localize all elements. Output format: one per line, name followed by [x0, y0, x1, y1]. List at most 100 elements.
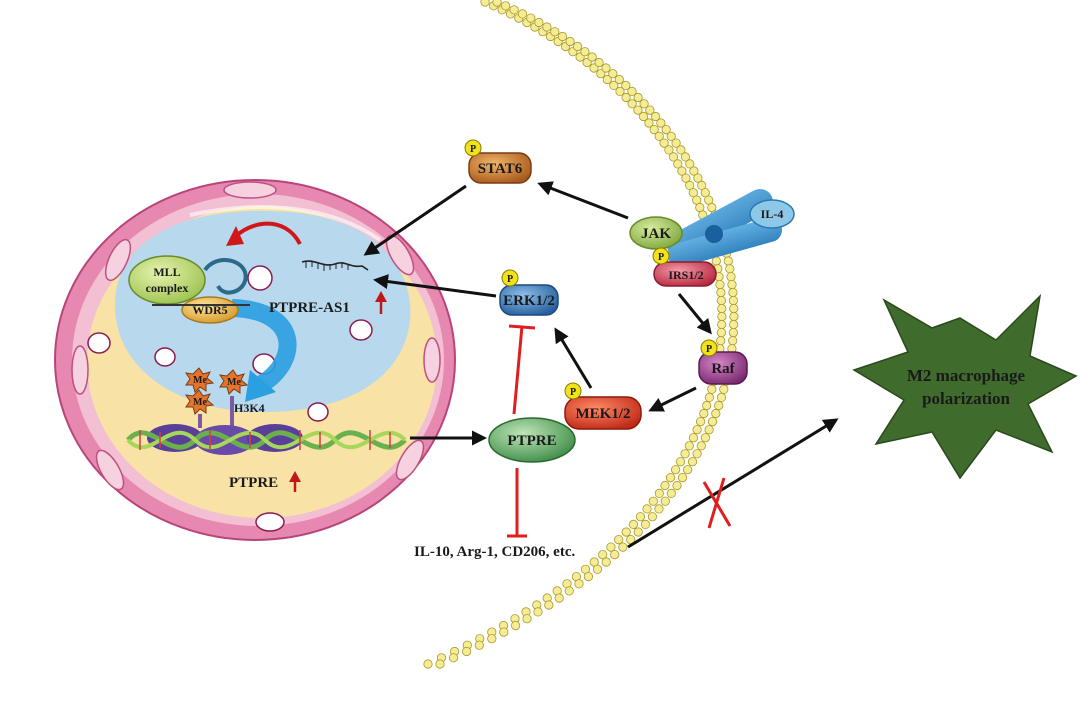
svg-text:STAT6: STAT6	[478, 161, 523, 177]
phosphate-marks: P P P P P	[464, 139, 718, 400]
membrane-bead	[666, 488, 676, 498]
membrane-bead	[480, 0, 490, 7]
membrane-bead	[670, 465, 681, 475]
membrane-bead	[659, 138, 669, 148]
membrane-bead	[673, 159, 683, 169]
membrane-bead	[696, 441, 706, 451]
membrane-bead	[606, 542, 616, 552]
phosphate-icon: P	[501, 269, 519, 287]
membrane-bead	[574, 579, 584, 589]
membrane-bead	[677, 166, 687, 176]
svg-text:MEK1/2: MEK1/2	[576, 406, 631, 422]
svg-text:polarization: polarization	[922, 389, 1010, 408]
svg-text:complex: complex	[146, 281, 189, 295]
membrane-bead	[615, 86, 625, 97]
membrane-bead	[665, 472, 676, 483]
membrane-bead	[565, 36, 575, 47]
membrane-bead	[627, 99, 637, 109]
membrane-bead	[675, 457, 686, 467]
upregulated-arrow-icon	[289, 471, 301, 492]
membrane-bead	[618, 542, 628, 552]
wdr5-protein: WDR5	[181, 296, 239, 324]
membrane-bead	[654, 131, 664, 141]
membrane-bead	[687, 457, 698, 467]
membrane-bead	[704, 392, 715, 402]
membrane-bead	[534, 17, 544, 28]
inhibition-lines	[507, 324, 536, 538]
membrane-bead	[550, 27, 560, 37]
svg-text:ERK1/2: ERK1/2	[503, 293, 555, 309]
phosphate-icon: P	[652, 247, 670, 265]
membrane-bead	[510, 620, 521, 631]
membrane-bead	[728, 287, 738, 298]
activation-arrows	[363, 181, 839, 549]
membrane-bead	[533, 607, 543, 617]
membrane-bead	[598, 549, 608, 560]
svg-text:IRS1/2: IRS1/2	[668, 268, 703, 282]
membrane-bead	[660, 496, 670, 506]
membrane-bead	[587, 52, 597, 62]
methylation-arrow	[231, 299, 297, 392]
membrane-bead	[684, 441, 694, 451]
membrane-bead	[614, 534, 624, 545]
membrane-bead	[692, 449, 702, 459]
membrane-bead	[583, 571, 594, 582]
membrane-bead	[509, 5, 519, 15]
membrane-bead	[729, 311, 739, 322]
phosphate-icon: P	[464, 139, 482, 157]
membrane-bead	[594, 57, 604, 68]
membrane-bead	[729, 319, 739, 330]
svg-text:P: P	[570, 387, 576, 398]
membrane-bead	[716, 336, 726, 346]
membrane-bead	[654, 504, 664, 514]
phosphate-icon: P	[700, 339, 718, 357]
membrane-bead	[601, 557, 611, 567]
svg-text:Me: Me	[193, 375, 207, 386]
membrane-bead	[704, 425, 714, 435]
svg-text:WDR5: WDR5	[192, 303, 227, 317]
membrane-bead	[564, 586, 574, 596]
membrane-bead	[699, 408, 709, 419]
membrane-bead	[671, 138, 681, 148]
membrane-bead	[448, 653, 459, 663]
membrane-bead	[614, 74, 624, 85]
membrane-bead	[610, 549, 620, 560]
membrane-bead	[621, 92, 631, 103]
membrane-bead	[714, 400, 724, 411]
membrane-bead	[638, 111, 649, 122]
membrane-bead	[729, 303, 739, 314]
membrane-bead	[728, 327, 739, 338]
membrane-bead	[633, 92, 643, 103]
ptpre-as1-label: PTPRE-AS1	[269, 300, 350, 316]
membrane-bead	[695, 416, 706, 427]
svg-text:P: P	[706, 344, 712, 355]
svg-text:Me: Me	[227, 377, 241, 388]
membrane-bead	[680, 449, 690, 459]
membrane-bead	[668, 152, 679, 162]
membrane-bead	[700, 433, 711, 443]
membrane-bead	[711, 408, 721, 419]
membrane-bead	[435, 659, 445, 669]
svg-text:P: P	[470, 144, 476, 155]
il4-ligand: IL-4	[749, 199, 795, 229]
svg-text:JAK: JAK	[641, 226, 671, 242]
membrane-bead	[487, 634, 497, 644]
svg-text:P: P	[507, 274, 513, 285]
membrane-bead	[640, 519, 651, 530]
membrane-bead	[723, 256, 733, 266]
membrane-bead	[680, 152, 691, 162]
cytokines-label: IL-10, Arg-1, CD206, etc.	[414, 544, 575, 560]
raf-protein: Raf	[698, 351, 748, 385]
membrane-bead	[681, 173, 691, 183]
membrane-bead	[716, 295, 727, 306]
membrane-bead	[707, 416, 718, 427]
membrane-bead	[717, 303, 727, 314]
stat6-protein: STAT6	[468, 152, 532, 184]
membrane-bead	[688, 433, 699, 443]
erk-protein: ERK1/2	[499, 284, 559, 316]
membrane-bead	[522, 614, 532, 624]
membrane-bead	[601, 63, 611, 73]
methyl-mark: Me	[184, 367, 215, 393]
